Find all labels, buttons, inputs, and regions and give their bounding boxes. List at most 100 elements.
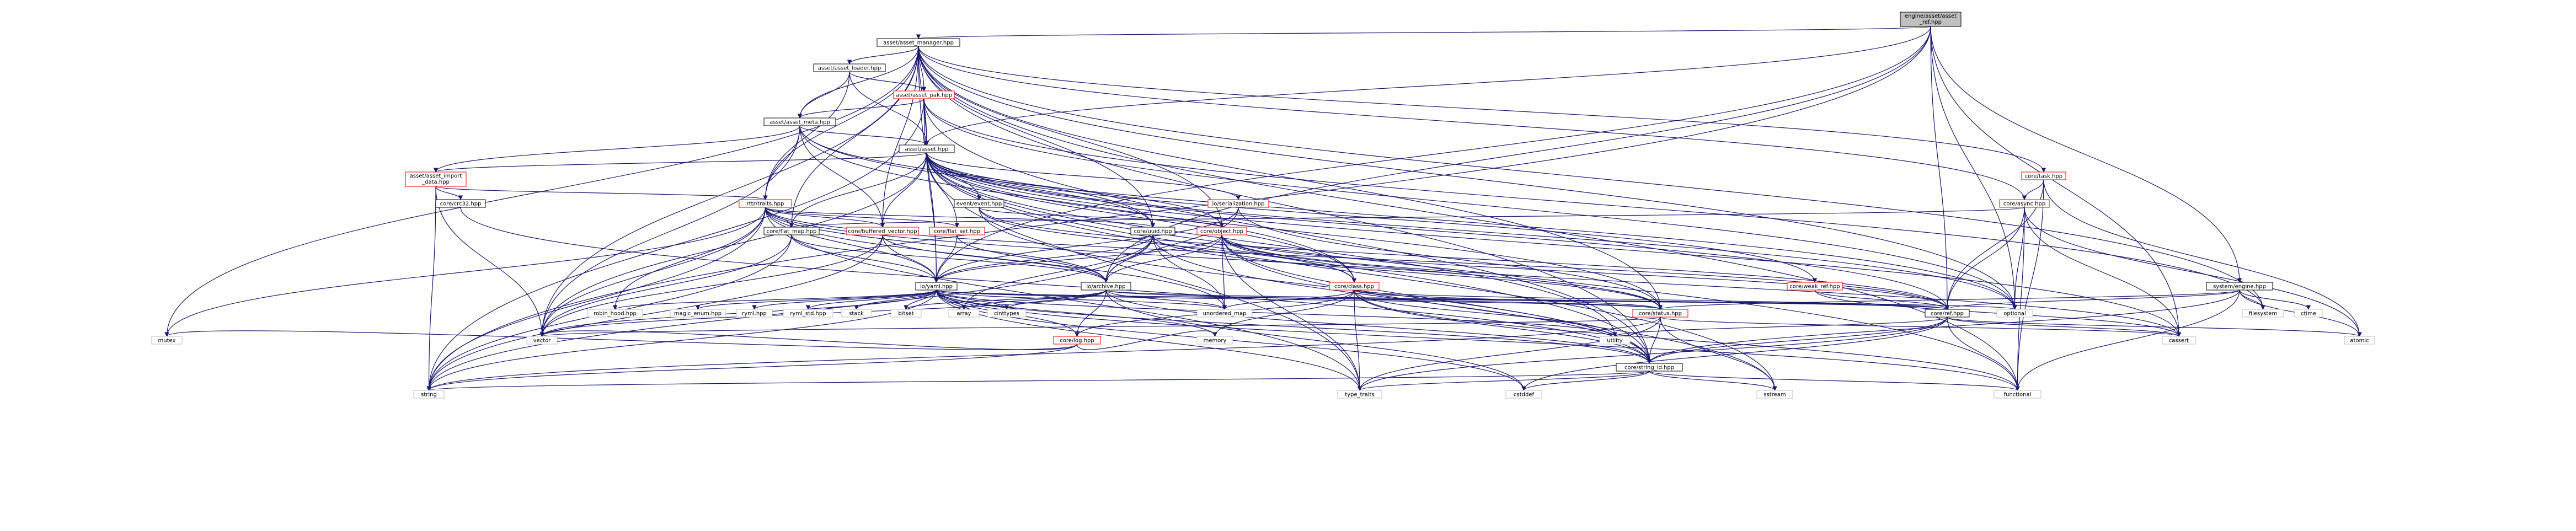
edge-root-to-optional <box>1930 26 2017 310</box>
edge-root-to-system_engine <box>1930 26 2242 283</box>
node-asset-manager[interactable]: asset/asset_manager.hpp <box>877 38 960 47</box>
node-type-traits: type_traits <box>1337 390 1382 399</box>
node-core-buffered-vector[interactable]: core/buffered_vector.hpp <box>846 227 919 235</box>
node-box <box>1337 390 1382 399</box>
node-box <box>1996 309 2033 318</box>
node-core-class[interactable]: core/class.hpp <box>1329 282 1380 291</box>
node-rttr-traits[interactable]: rttr/traits.hpp <box>739 199 792 208</box>
edge-core_status-to-type_traits <box>1357 317 1661 391</box>
node-core-weak-ref[interactable]: core/weak_ref.hpp <box>1787 282 1843 291</box>
node-event[interactable]: event/event.hpp <box>954 199 1004 208</box>
node-asset-loader[interactable]: asset/asset_loader.hpp <box>813 63 886 72</box>
edge-core_ref-to-atomic <box>1947 317 2362 337</box>
node-core-log[interactable]: core/log.hpp <box>1053 336 1101 345</box>
edge-asset_meta-to-core_buffered_vector <box>799 125 885 228</box>
edge-asset_manager-to-vector <box>539 46 919 337</box>
edge-asset-to-optional <box>926 152 2017 310</box>
node-label: magic_enum.hpp <box>674 311 722 317</box>
edge-asset_import_data-to-string <box>426 186 436 391</box>
edge-asset_manager-to-rttr_traits <box>763 46 919 200</box>
node-label: system/engine.hpp <box>2213 284 2266 290</box>
node-label: sstream <box>1763 392 1786 398</box>
node-label: vector <box>533 338 552 344</box>
edge-asset_manager-to-core_async <box>918 46 2027 200</box>
node-label: ryml.hpp <box>742 311 767 317</box>
edge-core_string_id-to-functional <box>1649 371 2020 391</box>
node-label: core/status.hpp <box>1639 311 1682 317</box>
node-box <box>813 63 886 72</box>
node-box <box>1756 390 1793 399</box>
edge-root-to-string <box>426 26 1931 391</box>
edge-rttr_traits-to-mutex <box>164 207 766 337</box>
node-io-yaml[interactable]: io/yaml.hpp <box>915 282 958 291</box>
edge-core_flat_set-to-io_archive <box>956 234 1109 283</box>
node-asset[interactable]: asset/asset.hpp <box>899 144 955 153</box>
node-core-object[interactable]: core/object.hpp <box>1196 227 1247 235</box>
edge-io_yaml-to-type_traits <box>936 289 1362 391</box>
node-label: cstddef <box>1514 392 1534 398</box>
node-label: core/crc32.hpp <box>440 201 482 207</box>
node-serialization[interactable]: io/serialization.hpp <box>1207 199 1269 208</box>
node-label: ryml_std.hpp <box>790 311 826 317</box>
edge-core_log-to-vector <box>539 330 1078 350</box>
node-core-status[interactable]: core/status.hpp <box>1632 309 1688 318</box>
node-asset-meta[interactable]: asset/asset_meta.hpp <box>763 117 836 126</box>
node-io-archive[interactable]: io/archive.hpp <box>1081 282 1131 291</box>
node-core-ref[interactable]: core/ref.hpp <box>1925 309 1970 318</box>
node-core-uuid[interactable]: core/uuid.hpp <box>1130 227 1175 235</box>
edge-asset_pak-to-asset_meta <box>797 98 924 119</box>
node-box <box>2021 171 2066 180</box>
node-box <box>736 309 773 318</box>
node-box <box>1196 309 1253 318</box>
edge-core_string_id-to-cstddef <box>1521 371 1650 391</box>
edge-asset_pak-to-core_string_id <box>923 98 1652 364</box>
node-string: string <box>413 390 445 399</box>
edge-asset-to-vector <box>539 152 927 337</box>
node-box <box>954 199 1004 208</box>
edge-event-to-core_object <box>979 207 1225 228</box>
edge-io_yaml-to-ryml_std <box>805 289 937 310</box>
node-label: filesystem <box>2249 311 2277 317</box>
edge-asset_import_data-to-rttr_traits <box>435 186 768 200</box>
edge-core_weak_ref-to-core_ref <box>1814 289 1950 310</box>
edge-core_flat_map-to-io_yaml <box>791 234 939 283</box>
node-box <box>413 390 445 399</box>
node-core-flat-map[interactable]: core/flat_map.hpp <box>763 227 820 235</box>
edge-core_object-to-type_traits <box>1221 234 1362 391</box>
node-unordered-map: unordered_map <box>1196 309 1253 318</box>
node-crc32[interactable]: core/crc32.hpp <box>435 199 486 208</box>
node-asset-pak[interactable]: asset/asset_pak.hpp <box>893 90 955 99</box>
node-label: rttr/traits.hpp <box>747 201 784 207</box>
node-core-async[interactable]: core/async.hpp <box>1999 199 2050 208</box>
edge-asset_import_data-to-crc32 <box>435 186 463 200</box>
node-label: memory <box>1204 338 1227 344</box>
node-array: array <box>948 309 980 318</box>
edge-root-to-asset <box>924 26 1931 146</box>
node-core-flat-set[interactable]: core/flat_set.hpp <box>929 227 985 235</box>
edge-asset-to-serialization <box>926 152 1241 200</box>
node-core-string-id[interactable]: core/string_id.hpp <box>1616 363 1683 372</box>
edge-io_archive-to-bitset <box>904 289 1107 310</box>
edge-asset_import_data-to-vector <box>435 186 544 337</box>
node-core-task[interactable]: core/task.hpp <box>2021 171 2066 180</box>
node-box <box>1081 282 1131 291</box>
edge-asset_pak-to-filesystem <box>923 98 2265 310</box>
node-label: asset/asset_pak.hpp <box>896 93 952 99</box>
edge-asset_manager-to-core_task <box>918 46 2046 173</box>
node-label: functional <box>2004 392 2032 398</box>
edge-asset-to-type_traits <box>926 152 1362 391</box>
node-label: utility <box>1607 338 1623 344</box>
edge-asset-to-core_flat_map <box>789 152 927 228</box>
edge-asset_manager-to-core_status <box>918 46 1663 310</box>
edge-core_string_id-to-string <box>427 371 1650 391</box>
node-box <box>587 309 643 318</box>
node-sstream: sstream <box>1756 390 1793 399</box>
node-box <box>1994 390 2041 399</box>
edge-core_status-to-string <box>426 317 1661 391</box>
node-system-engine[interactable]: system/engine.hpp <box>2206 282 2273 291</box>
node-asset-import-data[interactable]: asset/asset_import_data.hpp <box>405 171 467 187</box>
edge-core_task-to-atomic <box>2043 179 2362 337</box>
edge-asset-to-core_object <box>926 152 1225 228</box>
node-label: ctime <box>2301 311 2316 317</box>
